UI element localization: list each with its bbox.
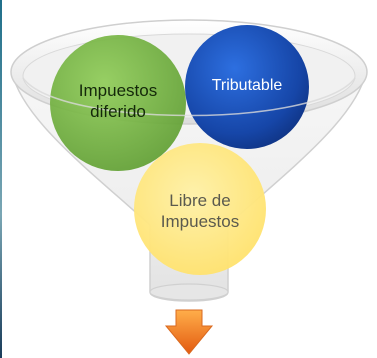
left-edge-strip <box>0 0 2 358</box>
circle-blue <box>185 25 309 149</box>
circle-yellow <box>134 143 266 275</box>
label-impuestos-diferido: Impuestos diferido <box>78 80 158 121</box>
funnel-spout <box>149 283 229 301</box>
label-tributable: Tributable <box>211 77 283 94</box>
down-arrow-icon <box>164 309 214 355</box>
label-libre-de-impuestos: Libre de Impuestos <box>160 190 240 231</box>
funnel-rim-front <box>22 77 356 117</box>
circle-green <box>50 35 186 171</box>
